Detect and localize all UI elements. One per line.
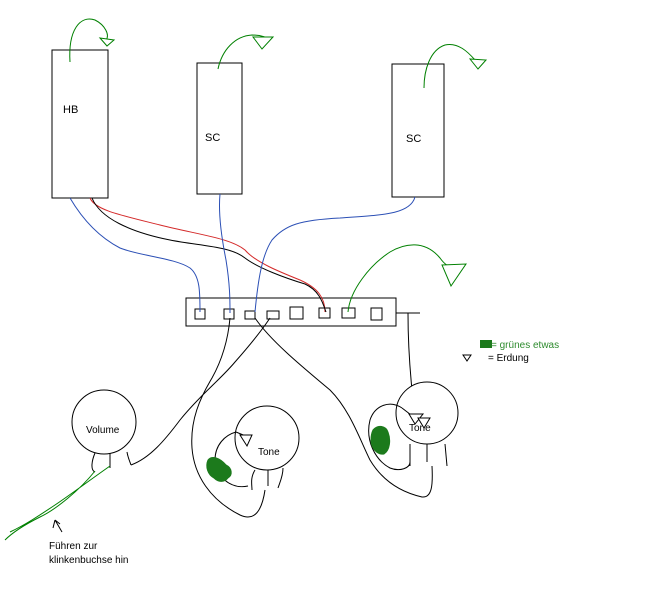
ground-symbol xyxy=(441,263,467,288)
pickup-hb-label: HB xyxy=(63,104,78,116)
hb-black-wire xyxy=(91,197,327,313)
pot-tone-neck: Tone xyxy=(395,381,459,445)
pot-tone-neck-label: Tone xyxy=(409,423,431,434)
ground-symbol xyxy=(239,434,253,448)
hb-green-ground-wire xyxy=(69,18,108,63)
pickup-sc-middle: SC xyxy=(196,62,243,195)
ground-symbol xyxy=(252,36,275,50)
legend: = grünes etwas = Erdung xyxy=(462,340,559,364)
switch-to-volume-wire xyxy=(130,317,271,466)
volume-lug-wire xyxy=(91,451,132,473)
pickup-sc-neck-label: SC xyxy=(406,133,421,145)
tone-neck-ground-wire xyxy=(368,403,411,471)
pickup-sc-middle-label: SC xyxy=(205,132,220,144)
ground-symbol xyxy=(468,58,488,70)
note-line-2: klinkenbuchse hin xyxy=(49,555,129,566)
green-component-tone-middle xyxy=(206,457,232,482)
tone-middle-wire xyxy=(191,317,266,518)
ground-symbol xyxy=(417,417,431,429)
tone-neck-lugs xyxy=(409,443,448,467)
tone-neck-wire xyxy=(254,317,433,498)
switch-output-wire xyxy=(396,312,420,391)
selector-switch xyxy=(185,297,397,327)
hb-red-wire xyxy=(89,197,326,313)
sc-neck-blue-wire xyxy=(254,196,416,313)
legend-green-swatch xyxy=(480,340,492,348)
legend-green-text: = grünes etwas xyxy=(491,340,559,351)
pot-volume-label: Volume xyxy=(86,425,120,436)
green-component-tone-neck xyxy=(370,425,391,455)
tone-middle-lugs xyxy=(251,467,284,491)
pickup-hb: HB xyxy=(51,49,109,199)
note-pointer xyxy=(52,519,63,533)
pickup-sc-neck: SC xyxy=(391,63,445,198)
sc-neck-green-ground-wire xyxy=(423,43,476,89)
pot-tone-middle-label: Tone xyxy=(258,447,280,458)
pot-tone-middle: Tone xyxy=(234,405,300,471)
legend-ground-icon xyxy=(462,354,472,362)
sc-middle-blue-wire xyxy=(218,193,231,314)
volume-output-green-wire xyxy=(4,465,111,541)
legend-ground-text: = Erdung xyxy=(488,353,529,364)
note-line-1: Führen zur xyxy=(49,541,98,552)
pot-volume: Volume xyxy=(71,389,137,455)
ground-symbol xyxy=(98,37,116,47)
hb-blue-wire xyxy=(69,197,201,313)
output-jack-note: Führen zur klinkenbuchse hin xyxy=(49,541,129,566)
